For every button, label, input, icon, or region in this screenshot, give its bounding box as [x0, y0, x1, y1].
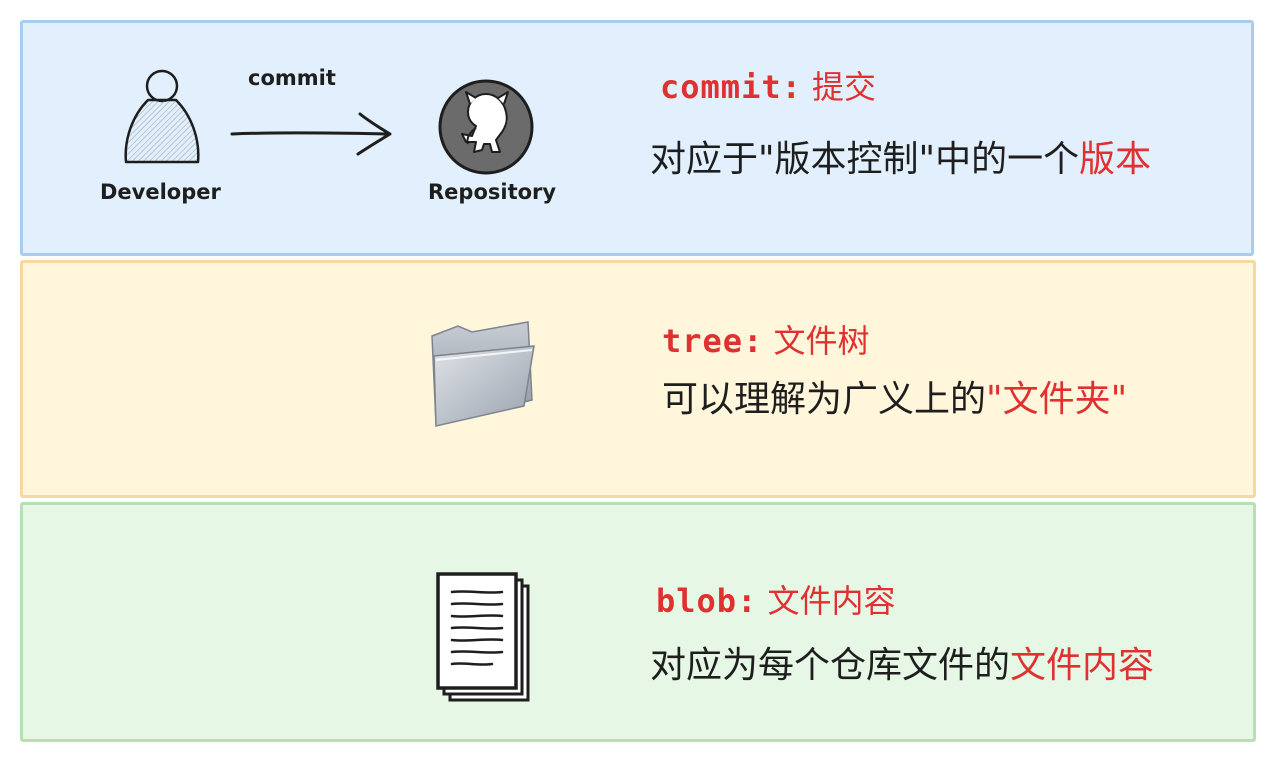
developer-label: Developer	[100, 180, 221, 204]
repository-label: Repository	[428, 180, 557, 204]
blob-title-value: 文件内容	[767, 582, 896, 620]
tree-desc-text: 可以理解为广义上的	[662, 379, 987, 420]
blob-desc-text: 对应为每个仓库文件的	[650, 645, 1011, 686]
blob-desc-highlight: 文件内容	[1010, 645, 1155, 686]
tree-panel	[20, 260, 1256, 498]
commit-panel	[20, 20, 1254, 256]
tree-desc-highlight: "文件夹"	[986, 379, 1128, 420]
folder-icon	[431, 321, 535, 427]
commit-desc-highlight: 版本	[1079, 139, 1152, 180]
commit-arrow-label: commit	[248, 66, 336, 90]
tree-title-key: tree:	[662, 322, 764, 360]
blob-desc: 对应为每个仓库文件的文件内容	[650, 636, 1154, 688]
commit-title-key: commit:	[660, 68, 802, 106]
tree-title: tree: 文件树	[662, 316, 870, 362]
commit-title-value: 提交	[812, 68, 877, 106]
blob-panel	[20, 502, 1256, 742]
commit-title: commit: 提交	[660, 62, 876, 108]
commit-desc-text: 对应于"版本控制"中的一个	[650, 139, 1080, 180]
blob-title-key: blob:	[656, 582, 758, 620]
tree-desc: 可以理解为广义上的"文件夹"	[662, 370, 1127, 422]
person-icon	[124, 69, 200, 164]
arrow-icon	[230, 112, 392, 156]
commit-desc: 对应于"版本控制"中的一个版本	[650, 130, 1151, 182]
tree-title-value: 文件树	[773, 322, 870, 360]
github-repo-icon	[438, 79, 534, 175]
blob-title: blob: 文件内容	[656, 576, 896, 622]
document-stack-icon	[436, 572, 530, 702]
